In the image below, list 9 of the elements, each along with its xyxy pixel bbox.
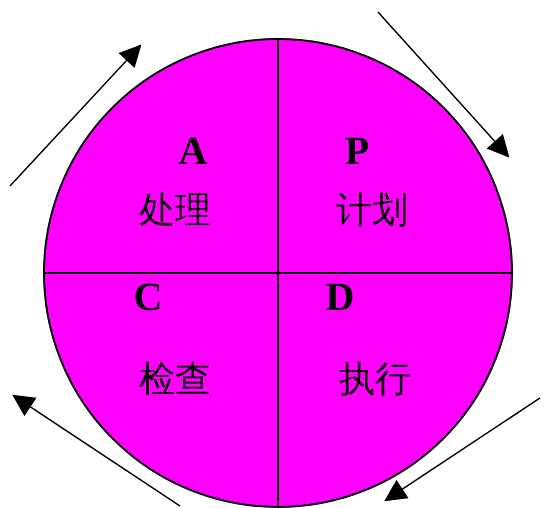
quadrant-letter: C — [134, 277, 162, 317]
quadrant-letter: A — [178, 131, 208, 171]
quadrant-label: 处理 — [139, 193, 211, 229]
quadrant-label: 执行 — [339, 362, 411, 398]
quadrant-letter: D — [326, 277, 354, 317]
cycle-circle — [44, 39, 512, 507]
quadrant-letter: P — [344, 131, 370, 171]
quadrant-label: 检查 — [139, 362, 211, 398]
quadrant-label: 计划 — [336, 193, 408, 229]
